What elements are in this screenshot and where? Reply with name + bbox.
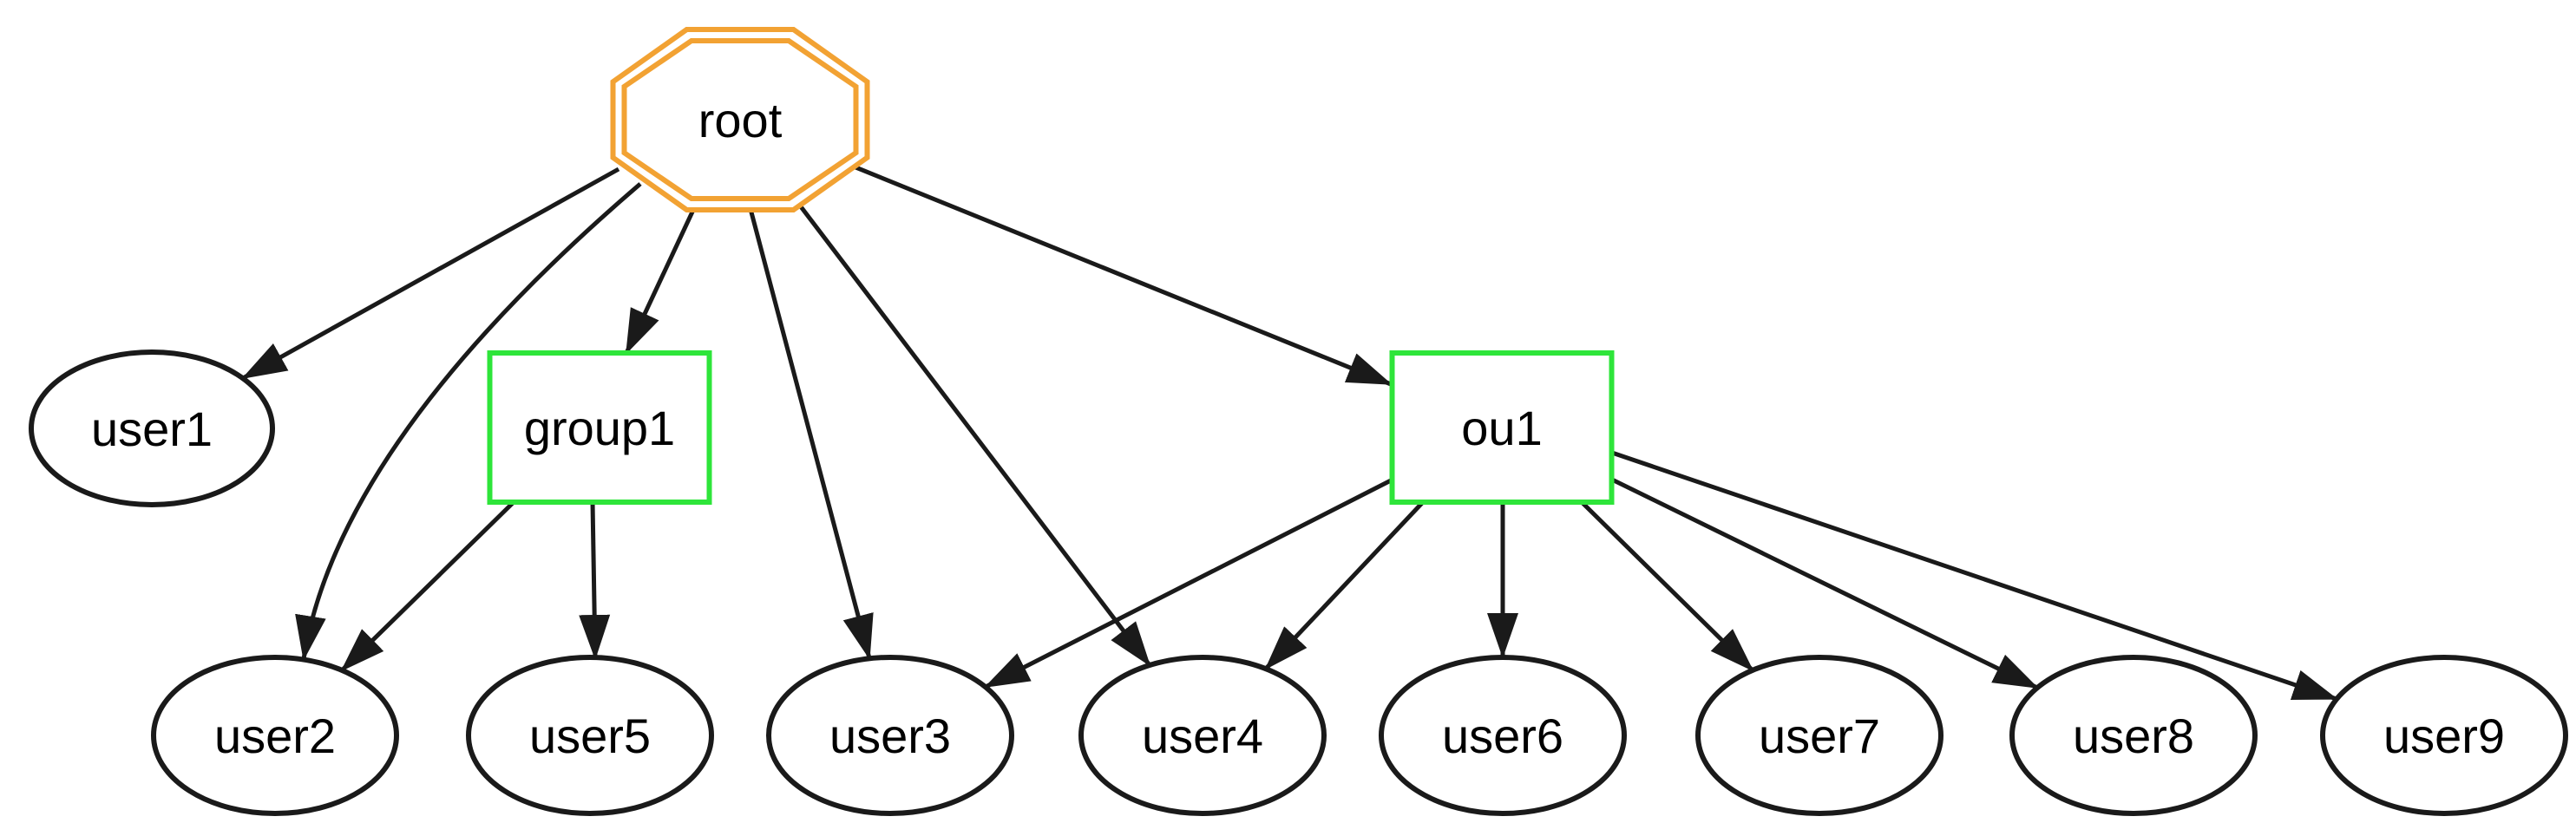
- edge-root-user3: [748, 208, 874, 660]
- edge-ou1-user9: [1611, 450, 2338, 702]
- user3-ellipse: [766, 655, 1014, 816]
- node-user7: user7: [1695, 655, 1943, 816]
- node-user5: user5: [466, 655, 714, 816]
- node-user3: user3: [766, 655, 1014, 816]
- edge-root-user4: [798, 204, 1151, 667]
- node-user2: user2: [151, 655, 399, 816]
- user9-label: user9: [2383, 709, 2505, 763]
- user7-ellipse: [1695, 655, 1943, 816]
- edge-root-group1: [624, 206, 697, 355]
- user4-ellipse: [1078, 655, 1327, 816]
- edge-ou1-user3: [984, 477, 1394, 689]
- user5-label: user5: [529, 709, 651, 763]
- node-user6: user6: [1379, 655, 1627, 816]
- user5-ellipse: [466, 655, 714, 816]
- user1-label: user1: [91, 402, 213, 456]
- user4-label: user4: [1142, 709, 1263, 763]
- group1-label: group1: [524, 401, 675, 455]
- edge-ou1-user7: [1580, 500, 1754, 672]
- user8-label: user8: [2073, 709, 2194, 763]
- ou1-box: [1389, 350, 1615, 505]
- node-ou1: ou1: [1389, 350, 1615, 505]
- edge-root-user2: [295, 182, 642, 661]
- edges-layer: [241, 160, 2338, 702]
- user8-ellipse: [2009, 655, 2258, 816]
- edge-ou1-user4: [1264, 500, 1425, 670]
- node-user8: user8: [2009, 655, 2258, 816]
- edge-ou1-user8: [1610, 477, 2039, 690]
- user1-ellipse: [29, 349, 275, 507]
- edge-group1-user2: [340, 500, 515, 672]
- node-user4: user4: [1078, 655, 1327, 816]
- user6-label: user6: [1442, 709, 1563, 763]
- group1-box: [487, 350, 712, 505]
- user6-ellipse: [1379, 655, 1627, 816]
- node-user9: user9: [2320, 655, 2568, 816]
- node-root: root: [610, 27, 870, 212]
- node-user1: user1: [29, 349, 275, 507]
- user2-ellipse: [151, 655, 399, 816]
- user7-label: user7: [1759, 709, 1880, 763]
- root-label: root: [698, 93, 783, 147]
- edge-group1-user5: [579, 501, 611, 660]
- ou1-label: ou1: [1461, 401, 1542, 455]
- root-octagon-outer: [610, 27, 870, 212]
- user3-label: user3: [829, 709, 951, 763]
- root-octagon-inner: [621, 38, 859, 201]
- nodes-layer: root user1 group1 ou1 user2 user5 user3 user4 us…: [29, 27, 2568, 816]
- node-group1: group1: [487, 350, 712, 505]
- edge-root-ou1: [844, 160, 1393, 387]
- user2-label: user2: [214, 709, 336, 763]
- user9-ellipse: [2320, 655, 2568, 816]
- edge-root-user1: [241, 167, 620, 381]
